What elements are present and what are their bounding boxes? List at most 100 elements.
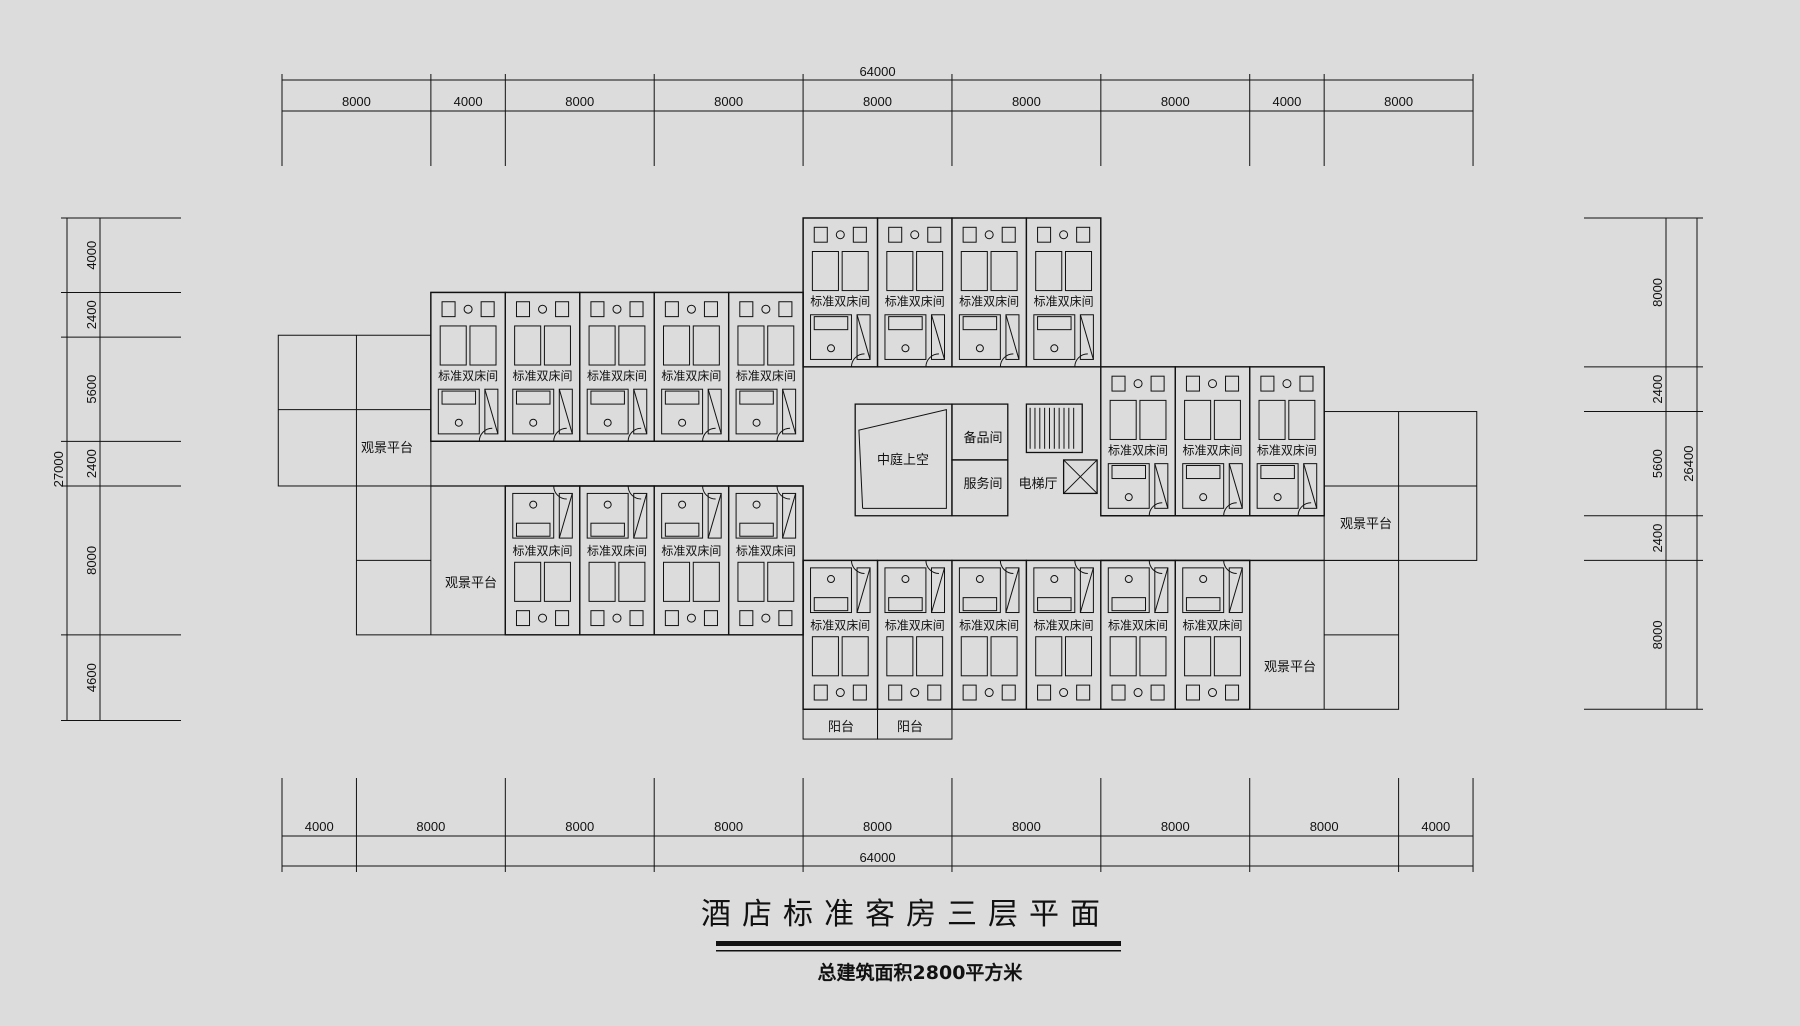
armchair xyxy=(1111,375,1126,392)
door-swing xyxy=(702,485,716,500)
toilet xyxy=(678,418,687,427)
door-swing xyxy=(1223,560,1237,574)
armchair xyxy=(813,226,828,243)
guest-room: 标准双床间 xyxy=(1100,559,1176,710)
toilet xyxy=(1050,344,1059,353)
wardrobe xyxy=(1228,567,1243,614)
bathtub xyxy=(1260,465,1295,480)
side-table xyxy=(1133,688,1143,698)
armchair xyxy=(555,610,570,627)
wardrobe-mark xyxy=(558,389,573,435)
door-swing xyxy=(627,485,642,500)
bed xyxy=(1035,636,1063,677)
wardrobe-mark xyxy=(931,567,945,613)
armchair xyxy=(1225,684,1240,701)
dimension-segment: 2400 xyxy=(1650,524,1665,553)
armchair xyxy=(441,301,456,318)
wardrobe xyxy=(484,388,499,435)
dimension-segment: 2400 xyxy=(84,300,99,329)
armchair xyxy=(778,610,793,627)
wardrobe-mark xyxy=(1005,314,1020,360)
bathtub xyxy=(1185,465,1221,480)
door-swing xyxy=(925,560,939,574)
armchair xyxy=(1001,684,1016,701)
room-label: 标准双床间 xyxy=(810,619,870,633)
dimension-segment: 4000 xyxy=(305,819,334,834)
wardrobe xyxy=(856,314,871,360)
armchair xyxy=(1185,684,1200,701)
guest-room: 标准双床间 xyxy=(1025,217,1102,368)
side-table xyxy=(1133,379,1143,389)
storage-label: 备品间 xyxy=(963,430,1002,446)
armchair xyxy=(1225,375,1240,392)
bed xyxy=(990,250,1018,292)
bed xyxy=(1109,636,1137,677)
door-swing xyxy=(925,353,939,367)
dimension-segment: 8000 xyxy=(416,819,445,834)
armchair xyxy=(852,684,867,701)
bed xyxy=(1139,636,1167,677)
armchair xyxy=(888,226,903,243)
armchair xyxy=(480,301,495,318)
bathroom xyxy=(512,492,555,539)
room-label: 标准双床间 xyxy=(959,295,1019,309)
bed xyxy=(960,636,988,677)
bed xyxy=(618,325,646,366)
bathroom xyxy=(586,388,629,435)
door-swing xyxy=(999,560,1014,574)
stair xyxy=(1025,403,1083,454)
bed xyxy=(886,636,914,677)
bed xyxy=(960,250,988,292)
armchair xyxy=(515,301,531,318)
bed xyxy=(1213,399,1241,440)
bed xyxy=(767,325,795,366)
bathroom xyxy=(884,314,927,360)
room-label: 标准双床间 xyxy=(885,295,945,309)
door-swing xyxy=(627,427,642,442)
bed xyxy=(1064,250,1093,292)
bed xyxy=(588,325,616,366)
guest-room: 标准双床间 xyxy=(727,291,804,442)
wardrobe xyxy=(1154,463,1169,509)
side-table xyxy=(761,304,771,314)
side-table xyxy=(984,688,994,698)
wardrobe-mark xyxy=(707,493,722,539)
guest-room: 标准双床间 xyxy=(579,485,655,636)
bathroom xyxy=(437,388,480,435)
bathtub xyxy=(739,522,774,537)
bathroom xyxy=(810,567,852,614)
door-swing xyxy=(850,560,865,574)
armchair xyxy=(739,610,754,627)
room-label: 标准双床间 xyxy=(885,619,945,633)
bathroom xyxy=(1107,567,1150,614)
wardrobe-mark xyxy=(782,389,797,435)
guest-room: 标准双床间 xyxy=(951,559,1028,710)
toilet xyxy=(1273,493,1282,502)
wardrobe-mark xyxy=(558,493,573,539)
bathroom xyxy=(586,492,629,539)
balcony-label: 阳台 xyxy=(828,720,854,735)
armchair xyxy=(1001,226,1016,243)
bed xyxy=(737,561,765,602)
atrium-label: 中庭上空 xyxy=(877,452,929,468)
bed xyxy=(543,325,571,366)
guest-room: 标准双床间 xyxy=(1174,366,1251,517)
toilet xyxy=(975,575,984,584)
wardrobe xyxy=(1079,567,1094,614)
wardrobe xyxy=(1154,567,1169,614)
side-table xyxy=(538,613,548,623)
dimension-segment: 8000 xyxy=(1012,94,1041,109)
door-swing xyxy=(776,485,791,500)
toilet xyxy=(529,418,538,427)
door-swing xyxy=(1297,502,1312,516)
bed xyxy=(1109,399,1137,440)
armchair xyxy=(888,684,903,701)
terrace-label: 观景平台 xyxy=(445,576,497,591)
dimension-total: 64000 xyxy=(859,64,895,79)
bed xyxy=(1258,399,1286,440)
toilet xyxy=(752,418,761,427)
toilet xyxy=(454,418,463,427)
terrace-label: 观景平台 xyxy=(361,441,413,456)
bathtub xyxy=(1037,597,1072,612)
bathtub xyxy=(888,597,923,612)
